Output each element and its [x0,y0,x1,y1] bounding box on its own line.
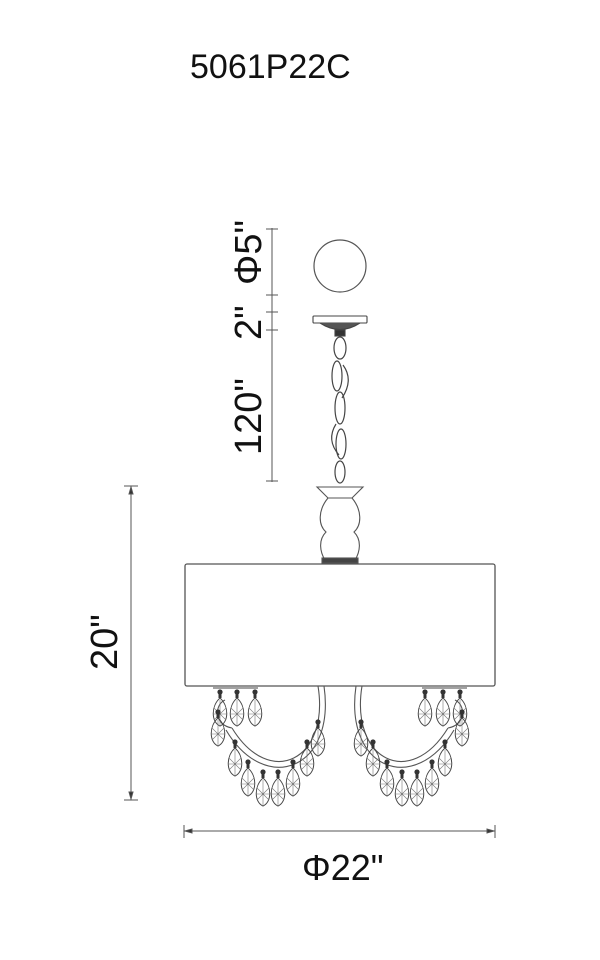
model-number-title: 5061P22C [190,48,351,86]
height-dimension-line [124,485,138,801]
right-crystal-drops [353,687,470,807]
vertical-dimension-chain [266,228,278,482]
fixture-diameter-label: Φ22" [302,847,384,888]
chain [331,336,349,484]
left-crystal-drops [210,687,326,807]
ceiling-plate [312,315,368,337]
center-column [315,486,365,564]
canopy-ball [313,239,367,293]
width-dimension-line [183,825,496,838]
drum-shade [184,563,496,687]
